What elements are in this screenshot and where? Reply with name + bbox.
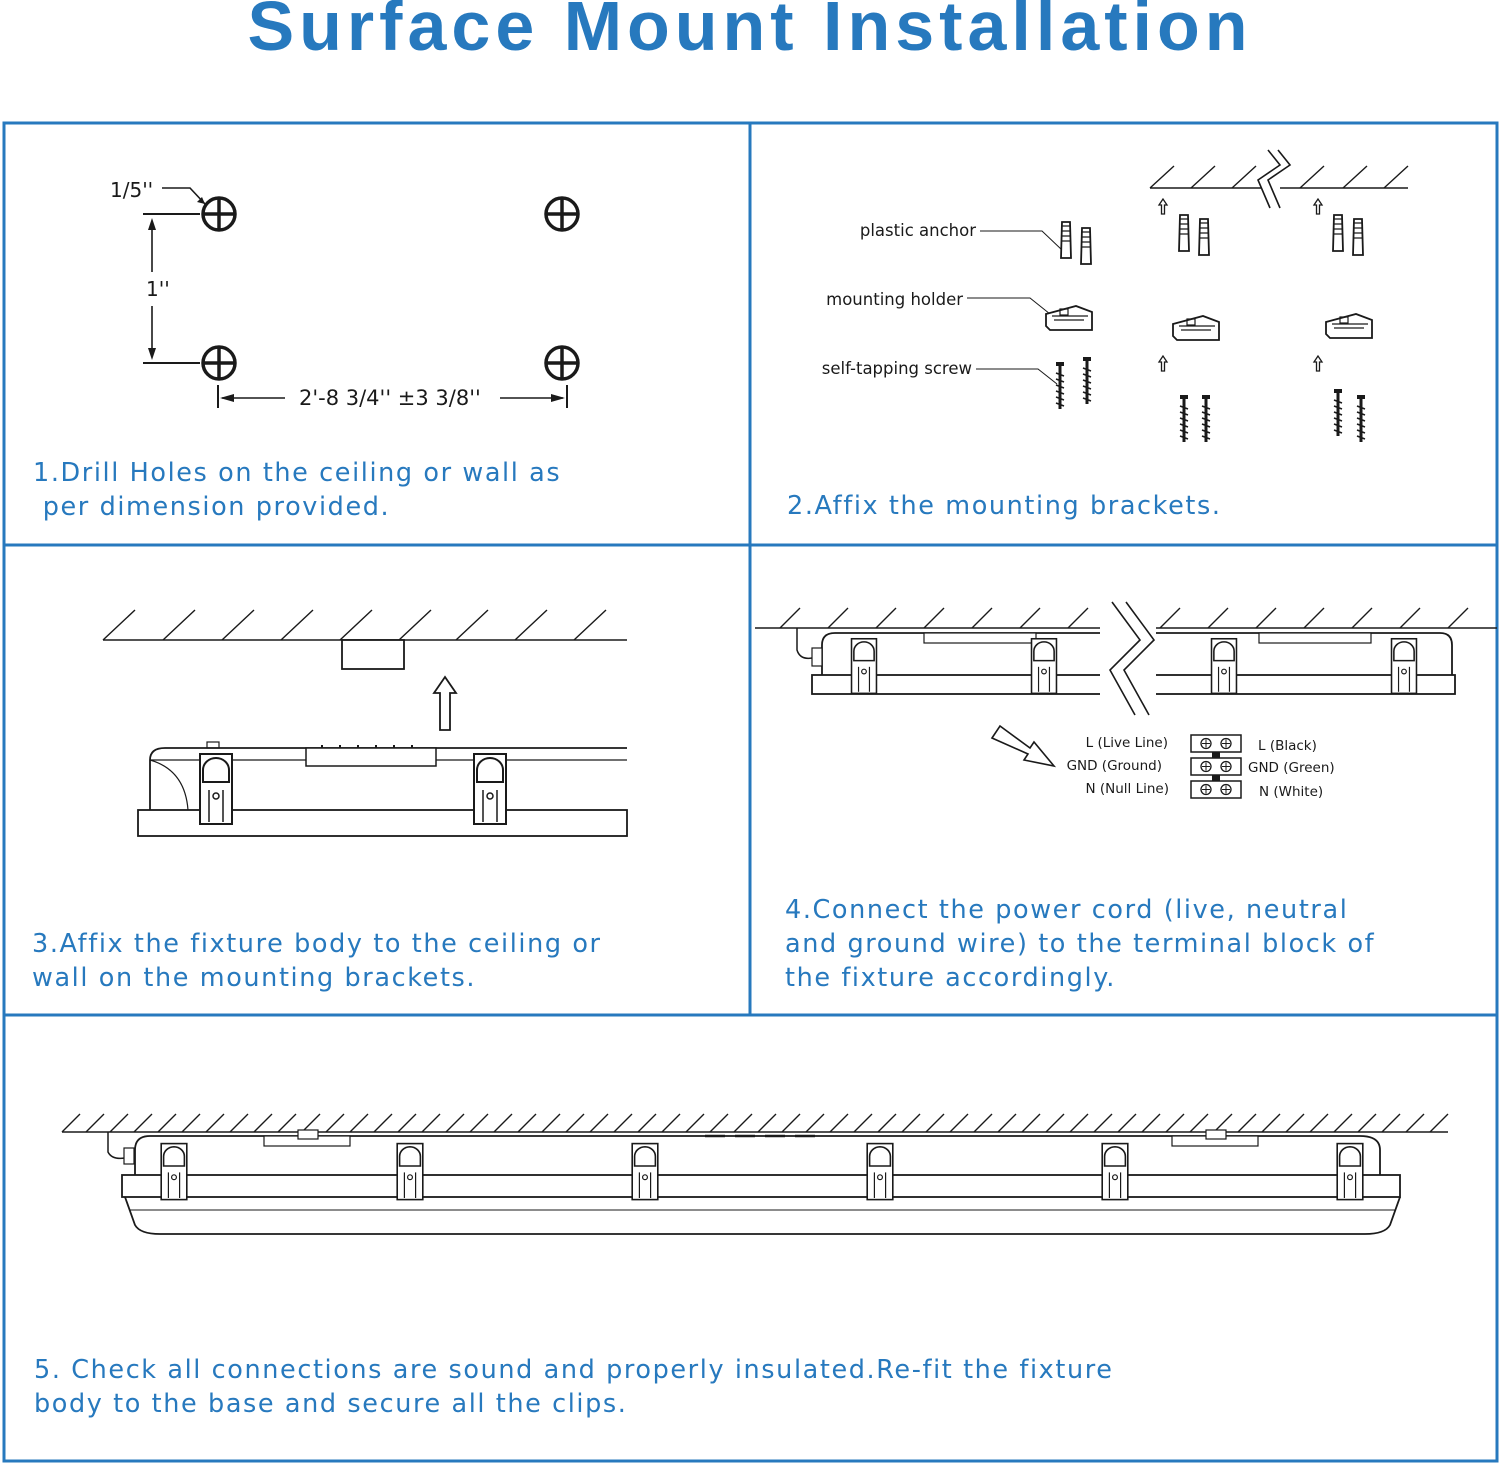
wiring-drawing: L (Live Line) GND (Ground) N (Null Line)… bbox=[755, 600, 1497, 800]
self-tapping-screw-icon bbox=[1178, 393, 1190, 444]
plastic-anchor-icon bbox=[1352, 218, 1364, 256]
plastic-anchor-label: plastic anchor bbox=[860, 221, 976, 240]
wire-live-label: L (Live Line) bbox=[1086, 735, 1168, 751]
bracket-parts-drawing: plastic anchor mounting holder self-tapp… bbox=[822, 149, 1409, 444]
plastic-anchor-icon bbox=[1332, 214, 1344, 252]
fixture-clip bbox=[1030, 637, 1058, 695]
plastic-anchor-icon bbox=[1198, 218, 1210, 256]
fixture-clip bbox=[473, 753, 507, 825]
self-tapping-screw-icon bbox=[1332, 387, 1344, 438]
fixture-clip bbox=[631, 1142, 659, 1201]
step-3-text: 3.Affix the fixture body to the ceiling … bbox=[32, 929, 602, 993]
self-tapping-screw-icon bbox=[1054, 360, 1066, 411]
fixture-clip bbox=[1101, 1142, 1129, 1201]
drill-hole-icon bbox=[201, 345, 237, 381]
panel-grid bbox=[2, 121, 1499, 1463]
mounting-holder-label: mounting holder bbox=[826, 290, 963, 309]
fixture-clip bbox=[1336, 1142, 1364, 1201]
terminal-block-icon bbox=[1190, 780, 1242, 799]
fixture-attach-drawing bbox=[102, 609, 628, 837]
fixture-clip bbox=[396, 1142, 424, 1201]
hole-size-label: 1/5'' bbox=[110, 178, 153, 202]
mounting-holder-icon bbox=[1045, 305, 1093, 331]
terminal-black-label: L (Black) bbox=[1258, 738, 1317, 754]
vertical-spacing-label: 1'' bbox=[146, 277, 170, 301]
drill-hole-icon bbox=[544, 345, 580, 381]
full-fixture-drawing bbox=[61, 1113, 1449, 1235]
page-title: Surface Mount Installation bbox=[247, 0, 1253, 65]
drill-hole-icon bbox=[544, 196, 580, 232]
fixture-body bbox=[107, 1129, 1401, 1235]
wire-ground-label: GND (Ground) bbox=[1067, 758, 1162, 774]
fixture-clip bbox=[866, 1142, 894, 1201]
wire-null-label: N (Null Line) bbox=[1085, 781, 1169, 797]
fixture-clip bbox=[850, 637, 878, 695]
up-arrow-icon bbox=[1158, 198, 1168, 215]
pointer-arrow-icon bbox=[990, 724, 1057, 768]
plastic-anchor-icon bbox=[1178, 214, 1190, 252]
terminal-white-label: N (White) bbox=[1259, 784, 1323, 800]
plastic-anchor-icon bbox=[1080, 227, 1092, 265]
self-tapping-screw-icon bbox=[1355, 393, 1367, 444]
drill-hole-icon bbox=[201, 196, 237, 232]
mounting-bracket bbox=[341, 639, 405, 670]
fixture-clip bbox=[1210, 637, 1238, 695]
step-4-text: 4.Connect the power cord (live, neutral … bbox=[785, 895, 1376, 993]
up-arrow-icon bbox=[1313, 198, 1323, 215]
terminal-block-icon bbox=[1190, 734, 1242, 753]
step-5-text: 5. Check all connections are sound and p… bbox=[34, 1355, 1114, 1419]
up-arrow-icon bbox=[1313, 355, 1323, 372]
terminal-block-icon bbox=[1190, 757, 1242, 776]
fixture-clip bbox=[199, 753, 233, 825]
step-2-text: 2.Affix the mounting brackets. bbox=[787, 491, 1222, 521]
step-1-text: 1.Drill Holes on the ceiling or wall as … bbox=[33, 458, 562, 522]
hole-dimension-drawing: 1/5'' 1'' 2'-8 3/4'' ±3 3/8'' bbox=[110, 178, 580, 410]
self-tapping-screw-icon bbox=[1081, 355, 1093, 406]
horizontal-spacing-label: 2'-8 3/4'' ±3 3/8'' bbox=[299, 386, 481, 410]
plastic-anchor-icon bbox=[1060, 221, 1072, 259]
terminal-green-label: GND (Green) bbox=[1248, 760, 1335, 776]
fixture-clip bbox=[160, 1142, 188, 1201]
up-arrow-icon bbox=[1158, 355, 1168, 372]
mounting-holder-icon bbox=[1325, 313, 1373, 339]
fixture-clip bbox=[1390, 637, 1418, 695]
self-tapping-screw-icon bbox=[1200, 393, 1212, 444]
mounting-holder-icon bbox=[1172, 315, 1220, 341]
up-arrow-icon bbox=[432, 675, 458, 731]
self-tapping-screw-label: self-tapping screw bbox=[822, 359, 972, 378]
